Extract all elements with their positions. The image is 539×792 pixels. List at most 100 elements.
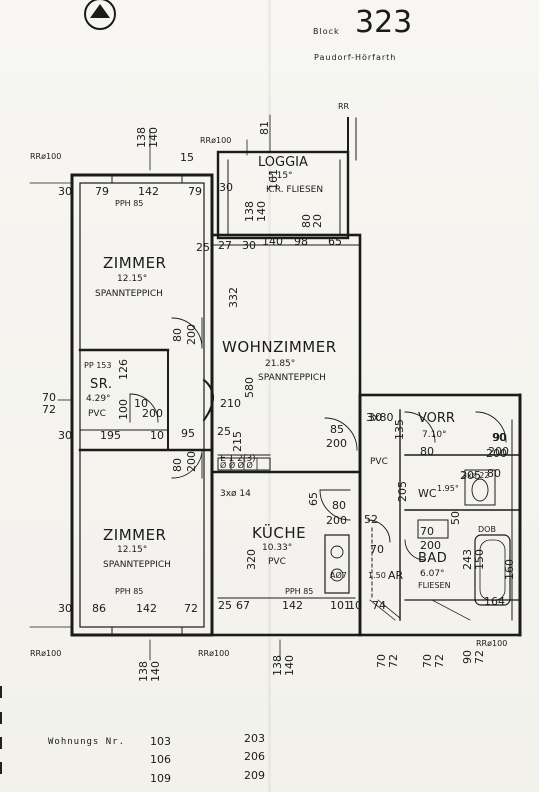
dim: 210	[220, 397, 241, 410]
dim: 72	[184, 602, 198, 615]
apartment-number: 203	[244, 732, 265, 745]
dim: 25	[218, 599, 232, 612]
room-name-vorr: VORR	[418, 411, 455, 426]
edge-mark	[0, 712, 2, 724]
dim: 580	[243, 377, 256, 398]
dim: 138	[271, 655, 284, 676]
dim: 65	[307, 492, 320, 506]
annotation-rr100-bottom-left: RRø100	[30, 649, 62, 658]
dim: 320	[245, 549, 258, 570]
dim: 100	[117, 399, 130, 420]
paper-fold	[268, 0, 271, 792]
dim: 200	[185, 324, 198, 345]
dim: 70	[375, 654, 388, 668]
dim: 15	[180, 151, 194, 164]
apartment-number: 209	[244, 769, 265, 782]
annotation-rr100-top: RRø100	[200, 136, 232, 145]
dim: 138	[243, 201, 256, 222]
room-name-ar: AR	[388, 569, 404, 582]
dim: 27	[218, 239, 232, 252]
dim: 200	[486, 447, 507, 460]
dim: 10	[348, 599, 362, 612]
room-floor-zimmer-bottom: SPANNTEPPICH	[103, 560, 171, 570]
location-label: Paudorf-Hörfarth	[314, 53, 397, 62]
room-floor-wohnzimmer: SPANNTEPPICH	[258, 373, 326, 383]
dim: 126	[117, 359, 130, 380]
dim: 98	[294, 235, 308, 248]
room-floor-kueche: PVC	[268, 557, 286, 567]
room-area-zimmer-bottom: 12.15°	[117, 545, 148, 555]
dim: 80	[171, 328, 184, 342]
dim: 90	[461, 650, 474, 664]
dim: 72	[387, 654, 400, 668]
room-area-vorr: 7.10°	[422, 430, 447, 440]
dim: 138	[135, 127, 148, 148]
dim: 142	[282, 599, 303, 612]
room-floor-zimmer-top: SPANNTEPPICH	[95, 289, 163, 299]
apartment-number: 106	[150, 753, 171, 766]
dim: 80	[487, 467, 501, 480]
dim: 72	[42, 403, 56, 416]
room-area-wohnzimmer: 21.85°	[265, 359, 296, 369]
dim: 25	[196, 241, 210, 254]
dim: 52	[364, 513, 378, 526]
room-area-loggia: 5.15°	[268, 171, 293, 181]
dim: 215	[231, 431, 244, 452]
room-floor-bad: FLIESEN	[418, 581, 451, 590]
dim: 70	[42, 391, 56, 404]
dim: 332	[227, 287, 240, 308]
dim: 50	[449, 511, 462, 525]
dim: 135	[393, 419, 406, 440]
dim: 70	[420, 525, 434, 538]
dim: 30	[368, 411, 382, 424]
annotation-rr100-left: RRø100	[30, 152, 62, 161]
room-floor-loggia: K.R. FLIESEN	[266, 185, 324, 195]
block-label: Block	[313, 27, 340, 36]
room-name-sr: SR.	[90, 377, 113, 392]
dim: 140	[255, 201, 268, 222]
dim: 10	[150, 429, 164, 442]
room-name-wc: WC	[418, 487, 437, 500]
dim: 142	[138, 185, 159, 198]
dim: 138	[137, 661, 150, 682]
dim: 79	[95, 185, 109, 198]
annotation-pph85-top: PPH 85	[115, 199, 144, 208]
dim: 161	[267, 169, 280, 190]
room-floor-sr: PVC	[88, 409, 106, 419]
dim: 200	[142, 407, 163, 420]
dim: 30	[219, 181, 233, 194]
annotation-rr100-bottom-mid: RRø100	[198, 649, 230, 658]
annotation-e12: E 1 2(3)	[220, 454, 256, 464]
dim: 90	[492, 431, 506, 444]
room-name-wohnzimmer: WOHNZIMMER	[222, 338, 337, 356]
dim: 90	[493, 431, 507, 444]
dim: 195	[100, 429, 121, 442]
annotation-pph85-bottom: PPH 85	[115, 587, 144, 596]
north-stamp-icon	[84, 0, 116, 30]
dim: 80	[420, 445, 434, 458]
dim: 10	[134, 397, 148, 410]
annotation-pvc-vorr: PVC	[370, 457, 388, 467]
annotation-3x14: 3xø 14	[220, 489, 251, 499]
apartment-number: 103	[150, 735, 171, 748]
dim: 25	[217, 425, 231, 438]
dim: 200	[185, 451, 198, 472]
annotation-pph85-kueche: PPH 85	[285, 587, 314, 596]
dim: 150	[473, 549, 486, 570]
annotation-dob: DOB	[478, 525, 496, 534]
dim: 85	[330, 423, 344, 436]
room-name-zimmer-bottom: ZIMMER	[103, 526, 167, 544]
dim: 79	[188, 185, 202, 198]
room-area-wc: 1.95°	[437, 484, 459, 493]
annotation-rr100-bottom-right: RRø100	[476, 639, 508, 648]
dim: 30	[58, 429, 72, 442]
dim: 200	[420, 539, 441, 552]
dim: 80	[171, 458, 184, 472]
footer-label: Wohnungs Nr.	[48, 737, 126, 747]
room-name-kueche: KÜCHE	[252, 524, 307, 542]
apartment-number: 206	[244, 750, 265, 763]
apartment-number: 109	[150, 772, 171, 785]
room-area-ar: 1.50	[368, 571, 386, 580]
dim: 140	[262, 235, 283, 248]
